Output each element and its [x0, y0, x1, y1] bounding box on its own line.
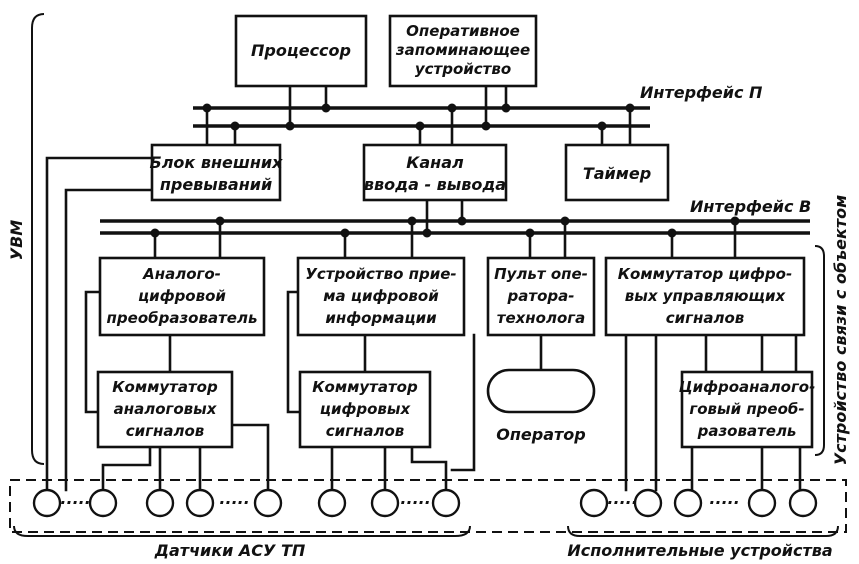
processor-block: Процессор [234, 14, 368, 88]
sensor-ellipsis: ····· [60, 493, 90, 512]
actuator-circle [633, 488, 663, 518]
digital-input-block: Устройство прие- ма цифровой информации [296, 256, 466, 337]
digital-switch-label-line-2: цифровых [320, 400, 412, 418]
adc-label-line-1: Аналого- [142, 265, 221, 283]
processor-label: Процессор [251, 41, 351, 60]
ram-block: Оперативное запоминающее устройство [388, 14, 538, 88]
interrupts-label-line-2: превываний [160, 175, 272, 194]
dac-block: Цифроаналого- говый преоб- разователь [679, 370, 816, 449]
io-channel-block: Канал ввода - вывода [362, 143, 508, 202]
actuator-circle [673, 488, 703, 518]
actuator-circle [747, 488, 777, 518]
sensor-circle [185, 488, 215, 518]
actuators-brace [567, 525, 839, 537]
ram-label-line-2: запоминающее [395, 41, 530, 59]
ram-label-line-3: устройство [415, 60, 511, 78]
sensor-circle [370, 488, 400, 518]
sensor-circle [431, 488, 461, 518]
interface-p-label: Интерфейс П [640, 83, 763, 102]
sensor-circle [32, 488, 62, 518]
digital-switch-block: Коммутатор цифровых сигналов [298, 370, 432, 449]
operator-panel-label-line-1: Пульт опе- [494, 265, 588, 283]
sensor-circle [317, 488, 347, 518]
dac-label-line-2: говый преоб- [689, 400, 804, 418]
adc-label-line-2: цифровой [138, 287, 226, 305]
uvm-label: УВМ [7, 220, 26, 261]
connection-lines [45, 84, 802, 492]
object-link-label: Устройство связи с объектом [831, 195, 850, 465]
digital-control-switch-block: Коммутатор цифро- вых управляющих сигнал… [604, 256, 806, 337]
io-channel-label-line-2: ввода - вывода [364, 175, 506, 194]
sensor-circle [253, 488, 283, 518]
digital-control-switch-label-line-2: вых управляющих [625, 287, 787, 305]
field-devices-area [9, 479, 847, 533]
timer-label: Таймер [583, 164, 651, 183]
sensor-circle [145, 488, 175, 518]
operator-panel-label-line-3: технолога [497, 309, 585, 327]
adc-block: Аналого- цифровой преобразователь [98, 256, 266, 337]
uvm-bracket: УВМ [7, 13, 45, 465]
digital-control-switch-label-line-3: сигналов [666, 309, 745, 327]
actuator-ellipsis: ····· [709, 493, 739, 512]
operator-element: Оператор [486, 368, 596, 444]
digital-input-label-line-2: ма цифровой [323, 287, 439, 305]
dac-label-line-3: разователь [697, 422, 797, 440]
analog-switch-label-line-2: аналоговых [114, 400, 218, 418]
actuator-circle [788, 488, 818, 518]
interface-v-label: Интерфейс В [690, 197, 811, 216]
timer-block: Таймер [564, 143, 670, 202]
actuator-circle [579, 488, 609, 518]
sensor-ellipsis: ····· [400, 493, 430, 512]
digital-switch-label-line-1: Коммутатор [312, 378, 418, 396]
analog-switch-label-line-1: Коммутатор [112, 378, 218, 396]
sensors-group: ····· ····· ····· Датчики АСУ ТП [13, 488, 471, 560]
digital-control-switch-label-line-1: Коммутатор цифро- [618, 265, 792, 283]
sensor-ellipsis: ····· [219, 493, 249, 512]
digital-switch-label-line-3: сигналов [326, 422, 405, 440]
operator-panel-block: Пульт опе- ратора- технолога [486, 256, 596, 337]
sensor-circle [88, 488, 118, 518]
interrupts-block: Блок внешних превываний [150, 143, 284, 202]
analog-switch-block: Коммутатор аналоговых сигналов [96, 370, 234, 449]
sensors-label: Датчики АСУ ТП [154, 541, 306, 560]
junction-dots [150, 103, 740, 238]
operator-label: Оператор [496, 425, 585, 444]
actuators-group: ····· ····· Исполнительные устройства [567, 488, 839, 560]
object-link-bracket: Устройство связи с объектом [814, 195, 850, 465]
dac-label-line-1: Цифроаналого- [679, 378, 816, 396]
operator-panel-label-line-2: ратора- [507, 287, 575, 305]
digital-input-label-line-3: информации [325, 309, 437, 327]
interrupts-label-line-1: Блок внешних [150, 153, 284, 172]
adc-label-line-3: преобразователь [107, 309, 258, 327]
ram-label-line-1: Оперативное [406, 22, 520, 40]
digital-input-label-line-1: Устройство прие- [305, 265, 456, 283]
analog-switch-label-line-3: сигналов [126, 422, 205, 440]
actuators-label: Исполнительные устройства [567, 541, 832, 560]
interface-v-bus [100, 219, 810, 235]
sensors-brace [13, 525, 471, 537]
actuator-ellipsis: ····· [607, 493, 637, 512]
io-channel-label-line-1: Канал [406, 153, 464, 172]
